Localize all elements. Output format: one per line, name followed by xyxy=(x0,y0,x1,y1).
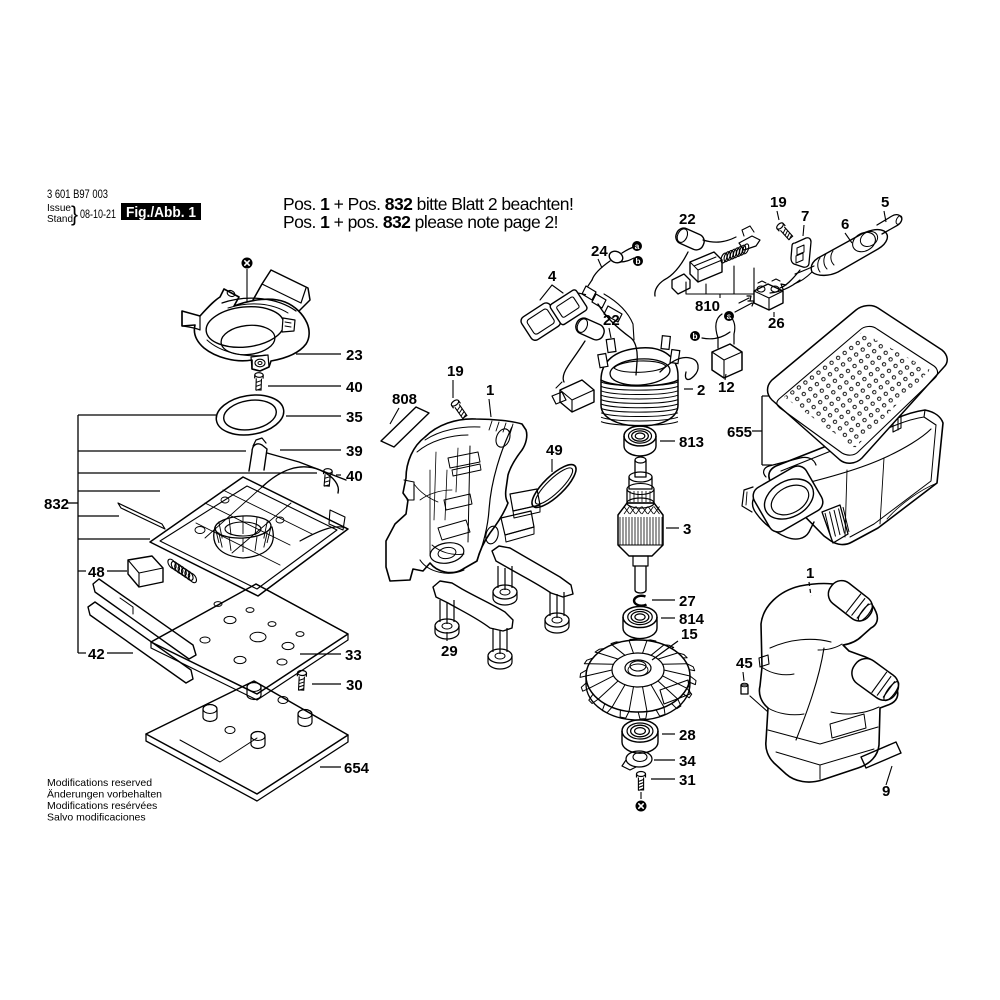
svg-text:3 601 B97 003: 3 601 B97 003 xyxy=(47,189,108,201)
svg-text:655: 655 xyxy=(727,424,752,441)
svg-text:a: a xyxy=(635,241,640,251)
svg-text:29: 29 xyxy=(441,643,458,660)
svg-text:Stand: Stand xyxy=(47,213,73,225)
svg-text:24: 24 xyxy=(591,243,608,260)
svg-text:23: 23 xyxy=(346,347,363,364)
svg-text:Modifications resérvées: Modifications resérvées xyxy=(47,800,157,812)
svg-text:5: 5 xyxy=(881,194,889,211)
svg-text:b: b xyxy=(635,256,640,266)
svg-text:7: 7 xyxy=(801,208,809,225)
svg-text:48: 48 xyxy=(88,564,105,581)
svg-text:a: a xyxy=(727,311,732,321)
svg-text:9: 9 xyxy=(882,783,890,800)
svg-text:28: 28 xyxy=(679,727,696,744)
svg-text:654: 654 xyxy=(344,760,370,777)
svg-text:4: 4 xyxy=(548,268,557,285)
svg-text:34: 34 xyxy=(679,753,696,770)
svg-text:Fig./Abb. 1: Fig./Abb. 1 xyxy=(126,204,196,221)
svg-text:Pos. 1 + Pos. 832 bitte Blatt: Pos. 1 + Pos. 832 bitte Blatt 2 beachten… xyxy=(283,194,573,214)
svg-text:813: 813 xyxy=(679,434,704,451)
svg-text:40: 40 xyxy=(346,468,363,485)
svg-text:22: 22 xyxy=(679,211,696,228)
svg-text:31: 31 xyxy=(679,772,696,789)
svg-text:810: 810 xyxy=(695,298,720,315)
svg-text:15: 15 xyxy=(681,626,698,643)
svg-text:40: 40 xyxy=(346,379,363,396)
svg-text:49: 49 xyxy=(546,442,563,459)
svg-text:45: 45 xyxy=(736,655,753,672)
svg-text:3: 3 xyxy=(683,521,691,538)
svg-text:26: 26 xyxy=(768,315,785,332)
svg-text:39: 39 xyxy=(346,443,363,460)
svg-text:Issue: Issue xyxy=(47,202,71,214)
svg-text:Änderungen vorbehalten: Änderungen vorbehalten xyxy=(47,789,162,801)
svg-text:1: 1 xyxy=(486,382,494,399)
svg-text:27: 27 xyxy=(679,593,696,610)
svg-text:30: 30 xyxy=(346,677,363,694)
svg-text:832: 832 xyxy=(44,496,69,513)
svg-text:12: 12 xyxy=(718,379,735,396)
svg-text:35: 35 xyxy=(346,409,363,426)
svg-text:1: 1 xyxy=(806,565,814,582)
svg-text:}: } xyxy=(71,203,78,226)
svg-text:19: 19 xyxy=(770,194,787,211)
svg-text:19: 19 xyxy=(447,363,464,380)
svg-text:22: 22 xyxy=(603,312,620,329)
svg-text:42: 42 xyxy=(88,646,105,663)
svg-text:08-10-21: 08-10-21 xyxy=(80,209,116,221)
svg-text:Pos. 1 + pos. 832 please note: Pos. 1 + pos. 832 please note page 2! xyxy=(283,212,558,232)
svg-text:2: 2 xyxy=(697,382,705,399)
svg-text:Salvo modificaciones: Salvo modificaciones xyxy=(47,812,146,824)
svg-text:6: 6 xyxy=(841,216,849,233)
svg-text:808: 808 xyxy=(392,391,417,408)
svg-text:814: 814 xyxy=(679,611,705,628)
svg-text:b: b xyxy=(692,331,697,341)
svg-text:Modifications reserved: Modifications reserved xyxy=(47,777,152,789)
svg-text:33: 33 xyxy=(345,647,362,664)
